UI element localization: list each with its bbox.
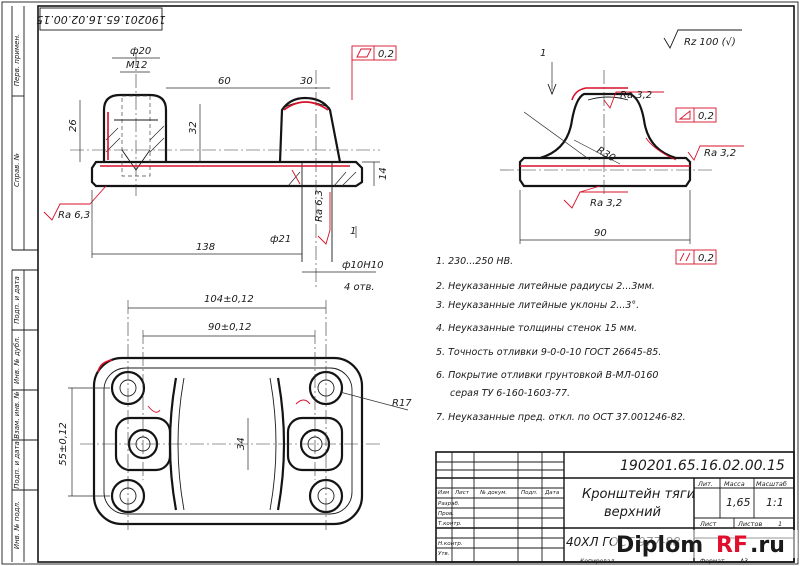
format-value: А3: [739, 558, 748, 565]
dim-90: 90: [594, 228, 607, 239]
dim-138: 138: [196, 242, 215, 253]
row-list: Лист: [454, 490, 470, 496]
side-label-0: Перв. примен.: [13, 34, 21, 87]
role-dev: Разраб.: [438, 501, 460, 507]
inner-frame: [37, 5, 795, 563]
role-check: Пров.: [438, 511, 454, 517]
sheets-label: Листов: [737, 520, 762, 528]
watermark-left: Diplom: [616, 533, 703, 558]
note-6-cont: серая ТУ 6-160-1603-77.: [450, 388, 570, 399]
general-roughness-text: Rz 100 (√): [684, 37, 736, 48]
side-strip: Перв. примен. Справ. № Подп. и дата Инв.…: [11, 6, 38, 562]
roughness-bottom: Ra 3,2: [590, 198, 622, 209]
watermark-right: RF: [716, 533, 748, 558]
side-label-4: Взам. инв. №: [13, 391, 21, 439]
dim-30: 30: [300, 76, 313, 87]
side-label-1: Справ. №: [13, 153, 21, 187]
dim-90-plan: 90±0,12: [208, 322, 251, 333]
sheet-label: Лист: [699, 520, 717, 528]
mass-value: 1,65: [726, 496, 751, 509]
front-view: ф20 M12 60 30 26 32 0,2 Ra 6,3 138 ф21 R…: [43, 45, 397, 293]
hole-callout: ф10H10: [342, 260, 384, 271]
angularity-value: 0,2: [698, 111, 714, 122]
radius-17: R17: [392, 398, 412, 409]
row-date: Дата: [544, 490, 560, 496]
row-doc: № докум.: [479, 490, 507, 496]
side-view: 1 Ra 3,2 0,2 R30 Ra 3,2 Ra 3,2 90 0,2: [500, 48, 744, 265]
flatness-value: 0,2: [378, 49, 394, 60]
note-2: 2. Неуказанные литейные радиусы 2...3мм.: [436, 281, 655, 292]
side-label-3: Инв. № дубл.: [13, 336, 21, 384]
plan-view: 104±0,12 90±0,12 55±0,12 34 R17: [58, 294, 412, 530]
scale-value: 1:1: [766, 496, 784, 509]
arrow-1: 1: [540, 48, 546, 59]
role-ncontr: Н.контр.: [438, 541, 463, 547]
side-label-6: Инв. № подл.: [13, 501, 21, 549]
parallelism-value: 0,2: [698, 253, 714, 264]
note-1: 1. 230...250 HB.: [436, 256, 513, 267]
watermark-suffix: .ru: [750, 533, 785, 558]
dim-14: 14: [378, 167, 389, 180]
part-name-2: верхний: [604, 505, 661, 520]
corner-code-box: 190201.65.16.02.00.15: [36, 7, 166, 31]
dim-32: 32: [188, 121, 199, 134]
dim-m12: M12: [126, 60, 147, 71]
side-label-5: Подп. и дата: [13, 441, 21, 489]
row-sign: Подп.: [521, 490, 538, 496]
note-4: 4. Неуказанные толщины стенок 15 мм.: [436, 323, 637, 334]
col-lit: Лит.: [697, 480, 713, 488]
dim-1-front: 1: [350, 226, 356, 237]
radius-30: R30: [595, 145, 618, 164]
dim-60: 60: [218, 76, 231, 87]
note-3: 3. Неуказанные литейные уклоны 2...3°.: [436, 300, 639, 311]
watermark: Diplom RF .ru: [612, 530, 798, 558]
general-roughness: Rz 100 (√): [663, 29, 742, 49]
roughness-left: Ra 6,3: [58, 210, 90, 221]
title-number: 190201.65.16.02.00.15: [620, 458, 785, 474]
technical-notes: 1. 230...250 HB. 2. Неуказанные литейные…: [436, 256, 686, 423]
dim-55: 55±0,12: [58, 422, 69, 465]
hole-count: 4 отв.: [344, 282, 375, 293]
col-scale: Масштаб: [756, 480, 787, 488]
note-6: 6. Покрытие отливки грунтовкой В-МЛ-0160: [436, 370, 658, 381]
sheets-value: 1: [778, 520, 782, 528]
role-approve: Утв.: [438, 551, 450, 557]
row-izm: Изм: [438, 490, 449, 496]
format-label: Формат: [700, 558, 725, 565]
col-mass: Масса: [724, 480, 745, 488]
corner-code: 190201.65.16.02.00.15: [36, 13, 165, 26]
roughness-top: Ra 3,2: [620, 90, 652, 101]
dim-104: 104±0,12: [204, 294, 254, 305]
note-7: 7. Неуказанные пред. откл. по ОСТ 37.001…: [436, 412, 686, 423]
note-5: 5. Точность отливки 9-0-0-10 ГОСТ 26645-…: [436, 347, 661, 358]
title-block: 190201.65.16.02.00.15 Кронштейн тяги вер…: [435, 451, 795, 565]
dim-d20: ф20: [130, 46, 151, 57]
dim-34: 34: [236, 437, 247, 450]
side-label-2: Подп. и дата: [13, 276, 21, 324]
dim-26: 26: [68, 119, 79, 132]
dim-d21: ф21: [270, 234, 291, 245]
roughness-right: Ra 3,2: [704, 148, 736, 159]
roughness-hole: Ra 6,3: [314, 190, 325, 222]
copied-label: Копировал: [580, 558, 614, 565]
part-name-1: Кронштейн тяги: [582, 487, 695, 502]
role-tcontr: Т.контр.: [438, 521, 462, 527]
